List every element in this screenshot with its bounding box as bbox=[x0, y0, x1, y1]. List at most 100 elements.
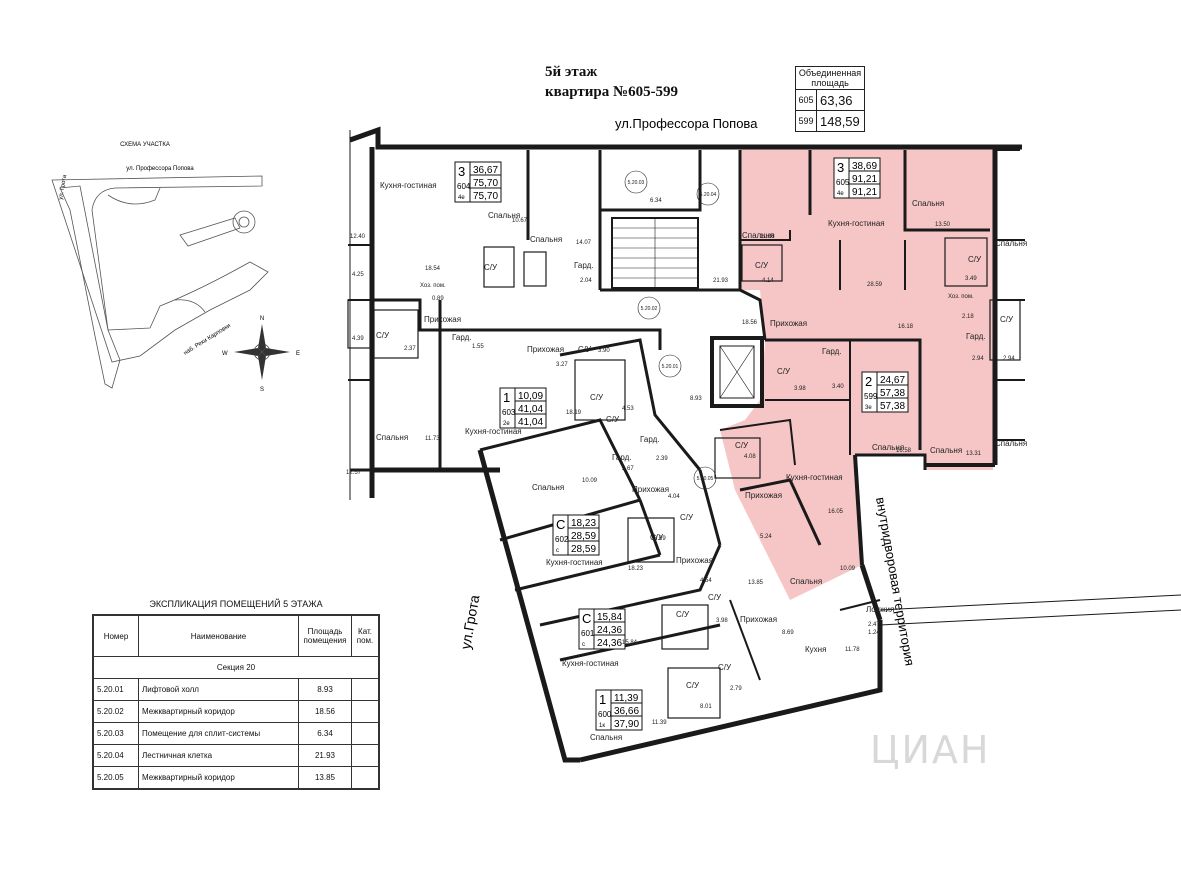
apt-rooms: 1 bbox=[503, 390, 510, 405]
apt-rooms: 3 bbox=[837, 160, 844, 175]
room-label: С/У bbox=[484, 263, 498, 272]
room-label: С/У bbox=[680, 513, 694, 522]
svg-text:4.54: 4.54 bbox=[700, 578, 712, 584]
svg-text:2.67: 2.67 bbox=[622, 466, 634, 472]
apt-area-3: 75,70 bbox=[473, 191, 498, 202]
apt-stamp-604: 3 604 4е 36,67 75,70 75,70 bbox=[454, 161, 502, 203]
room-label: Прихожая bbox=[676, 556, 713, 565]
cell-num: 5.20.01 bbox=[93, 678, 139, 701]
svg-text:4.53: 4.53 bbox=[622, 406, 634, 412]
svg-text:11.39: 11.39 bbox=[652, 720, 667, 726]
merged-area-num: 605 bbox=[796, 90, 817, 110]
apt-area-3: 91,21 bbox=[852, 187, 877, 198]
apt-num: 600 bbox=[598, 710, 612, 719]
cell-num: 5.20.05 bbox=[93, 766, 139, 789]
svg-text:4.25: 4.25 bbox=[352, 272, 364, 278]
cell-area: 6.34 bbox=[298, 722, 352, 745]
apt-area-1: 38,69 bbox=[852, 161, 877, 172]
table-row: 5.20.01 Лифтовой холл 8.93 bbox=[93, 678, 379, 701]
site-plan: СХЕМА УЧАСТКА ул. Профессора Попова ул. … bbox=[51, 142, 300, 393]
area-numbers: 18.54 10.67 14.07 2.04 6.34 21.93 11.88 … bbox=[346, 198, 1015, 726]
svg-text:2.79: 2.79 bbox=[730, 686, 742, 692]
apt-area-3: 24,36 bbox=[597, 638, 622, 649]
cell-cat bbox=[351, 678, 379, 701]
col-header: Площадь помещения bbox=[298, 615, 352, 657]
room-label: С/У bbox=[376, 331, 390, 340]
svg-text:12.40: 12.40 bbox=[350, 234, 366, 240]
cell-num: 5.20.03 bbox=[93, 722, 139, 745]
apt-stamps: 3 604 4е 36,67 75,70 75,70 3 605 4е 38,6… bbox=[454, 157, 909, 731]
room-label: С/У bbox=[606, 415, 620, 424]
walls bbox=[348, 126, 1181, 763]
apt-area-2: 24,36 bbox=[597, 625, 622, 636]
cell-name: Лифтовой холл bbox=[138, 678, 299, 701]
merged-area-row: 605 63,36 bbox=[796, 90, 864, 111]
room-label: С/У bbox=[755, 261, 769, 270]
apt-num: 599 bbox=[864, 392, 878, 401]
room-label: Прихожая bbox=[632, 485, 669, 494]
svg-text:0.89: 0.89 bbox=[432, 296, 444, 302]
svg-text:4.39: 4.39 bbox=[352, 336, 364, 342]
col-header: Наименование bbox=[138, 615, 299, 657]
apt-area-1: 36,67 bbox=[473, 165, 498, 176]
cell-num: 5.20.04 bbox=[93, 744, 139, 767]
svg-text:13.85: 13.85 bbox=[748, 580, 764, 586]
svg-text:16.05: 16.05 bbox=[828, 509, 844, 515]
svg-text:18.23: 18.23 bbox=[628, 566, 644, 572]
compass: N S E W bbox=[222, 316, 300, 393]
svg-text:16.58: 16.58 bbox=[896, 448, 912, 454]
cell-area: 13.85 bbox=[298, 766, 352, 789]
apt-rooms: 2 bbox=[865, 374, 872, 389]
room-label: С/У bbox=[777, 367, 791, 376]
svg-text:1.24: 1.24 bbox=[868, 630, 880, 636]
col-header: Номер bbox=[93, 615, 139, 657]
apt-area-3: 28,59 bbox=[571, 544, 596, 555]
table-row: 5.20.05 Межквартирный коридор 13.85 bbox=[93, 766, 379, 789]
room-label: Кухня-гостиная bbox=[380, 181, 437, 190]
apt-rooms: 1 bbox=[599, 692, 606, 707]
svg-text:1.55: 1.55 bbox=[472, 344, 484, 350]
apt-stamp-605: 3 605 4е 38,69 91,21 91,21 bbox=[833, 157, 881, 199]
apt-area-3: 41,04 bbox=[518, 417, 543, 428]
apt-area-1: 24,67 bbox=[880, 375, 905, 386]
room-label: С/У bbox=[1000, 315, 1014, 324]
room-label: Прихожая bbox=[527, 345, 564, 354]
svg-text:15.84: 15.84 bbox=[622, 640, 638, 646]
room-label: Прихожая bbox=[740, 615, 777, 624]
col-header: Кат. пом. bbox=[351, 615, 379, 657]
apartment-label: квартира №605-599 bbox=[545, 84, 679, 100]
cell-cat bbox=[351, 766, 379, 789]
apt-stamp-603: 1 603 2е 10,09 41,04 41,04 bbox=[499, 387, 547, 429]
room-label: Гард. bbox=[640, 435, 660, 444]
cell-num: 5.20.02 bbox=[93, 700, 139, 723]
svg-text:5.20.04: 5.20.04 bbox=[700, 192, 717, 198]
apt-sub: 3е bbox=[865, 405, 872, 411]
room-label: Спальня bbox=[872, 443, 904, 452]
apt-area-2: 75,70 bbox=[473, 178, 498, 189]
apt-stamp-599: 2 599 3е 24,67 57,38 57,38 bbox=[861, 371, 909, 413]
apt-stamp-600: 1 600 1к 11,39 36,66 37,90 bbox=[595, 689, 643, 731]
svg-text:5.20.03: 5.20.03 bbox=[628, 180, 645, 186]
apt-sub: 2е bbox=[503, 421, 510, 427]
cell-cat bbox=[351, 722, 379, 745]
apt-num: 605 bbox=[836, 178, 850, 187]
room-labels: Кухня-гостиная Спальня Спальня С/У Гард.… bbox=[376, 181, 1027, 742]
room-label: Спальня bbox=[995, 439, 1027, 448]
highlight-area bbox=[720, 147, 993, 600]
svg-text:3.49: 3.49 bbox=[965, 276, 977, 282]
svg-text:3.69: 3.69 bbox=[654, 536, 666, 542]
apt-rooms: С bbox=[556, 517, 565, 532]
room-label: Прихожая bbox=[745, 491, 782, 500]
room-label: С/У bbox=[578, 345, 592, 354]
cell-cat bbox=[351, 700, 379, 723]
explication-table: ЭКСПЛИКАЦИЯ ПОМЕЩЕНИЙ 5 ЭТАЖА Номер Наим… bbox=[92, 599, 380, 790]
room-label: С/У bbox=[686, 681, 700, 690]
svg-text:11.88: 11.88 bbox=[760, 234, 775, 240]
room-label: Спальня bbox=[930, 446, 962, 455]
svg-text:2.37: 2.37 bbox=[404, 346, 416, 352]
svg-text:8.69: 8.69 bbox=[782, 630, 794, 636]
apt-area-1: 18,23 bbox=[571, 518, 596, 529]
apt-num: 603 bbox=[502, 408, 516, 417]
svg-text:3.40: 3.40 bbox=[832, 384, 844, 390]
